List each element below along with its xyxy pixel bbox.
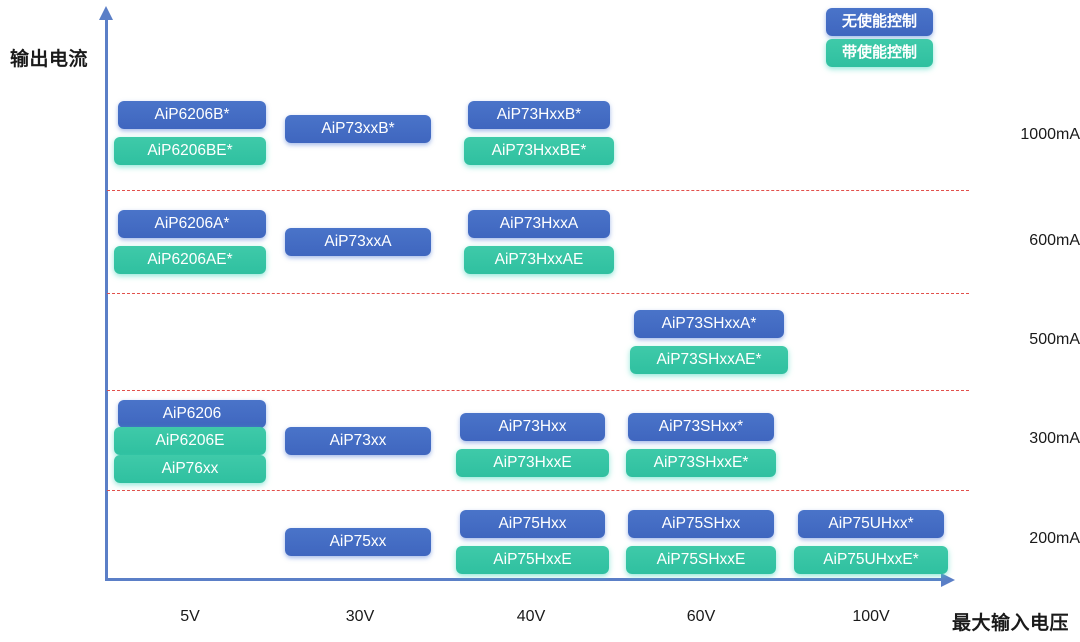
chip-aip73hxx[interactable]: AiP73Hxx <box>460 413 605 441</box>
chip-aip6206[interactable]: AiP6206 <box>118 400 266 428</box>
y-tick-500ma: 500mA <box>1029 331 1080 348</box>
chip-aip73xx[interactable]: AiP73xx <box>285 427 431 455</box>
chip-aip75xx[interactable]: AiP75xx <box>285 528 431 556</box>
y-tick-300ma: 300mA <box>1029 430 1080 447</box>
chip-aip6206b[interactable]: AiP6206B* <box>118 101 266 129</box>
chip-aip73hxxbe[interactable]: AiP73HxxBE* <box>464 137 614 165</box>
chip-aip75shxx[interactable]: AiP75SHxx <box>628 510 774 538</box>
y-tick-600ma: 600mA <box>1029 232 1080 249</box>
chip-aip6206ae[interactable]: AiP6206AE* <box>114 246 266 274</box>
row-divider-3 <box>107 390 969 391</box>
chip-aip6206e[interactable]: AiP6206E <box>114 427 266 455</box>
x-axis-title: 最大输入电压 <box>952 613 1070 634</box>
x-tick-30v: 30V <box>345 608 375 625</box>
row-divider-2 <box>107 293 969 294</box>
chip-aip73shxxae[interactable]: AiP73SHxxAE* <box>630 346 788 374</box>
chip-aip75hxx[interactable]: AiP75Hxx <box>460 510 605 538</box>
x-tick-60v: 60V <box>686 608 716 625</box>
chip-aip73hxxae[interactable]: AiP73HxxAE <box>464 246 614 274</box>
chip-aip73hxxb[interactable]: AiP73HxxB* <box>468 101 610 129</box>
chip-aip75shxxe[interactable]: AiP75SHxxE <box>626 546 776 574</box>
chip-aip73shxx[interactable]: AiP73SHxx* <box>628 413 774 441</box>
chip-aip73xxb[interactable]: AiP73xxB* <box>285 115 431 143</box>
x-tick-5v: 5V <box>180 608 200 625</box>
x-tick-40v: 40V <box>516 608 546 625</box>
row-divider-1 <box>107 190 969 191</box>
chip-aip73shxxe[interactable]: AiP73SHxxE* <box>626 449 776 477</box>
y-axis-title: 输出电流 <box>10 49 89 70</box>
chip-aip73xxa[interactable]: AiP73xxA <box>285 228 431 256</box>
chip-aip73hxxe[interactable]: AiP73HxxE <box>456 449 609 477</box>
y-axis-line <box>105 18 108 580</box>
y-tick-200ma: 200mA <box>1029 530 1080 547</box>
legend: 无使能控制 带使能控制 <box>826 8 933 67</box>
row-divider-4 <box>107 490 969 491</box>
chip-aip6206a[interactable]: AiP6206A* <box>118 210 266 238</box>
chip-aip75uhxx[interactable]: AiP75UHxx* <box>798 510 944 538</box>
chip-aip73shxxa[interactable]: AiP73SHxxA* <box>634 310 784 338</box>
x-axis-arrow-icon <box>941 573 955 587</box>
x-axis-line <box>105 578 943 581</box>
y-tick-1000ma: 1000mA <box>1020 126 1080 143</box>
x-tick-100v: 100V <box>852 608 890 625</box>
chip-aip75hxxe[interactable]: AiP75HxxE <box>456 546 609 574</box>
legend-item-no-enable-control[interactable]: 无使能控制 <box>826 8 933 36</box>
legend-item-with-enable-control[interactable]: 带使能控制 <box>826 39 933 67</box>
chip-aip73hxxa[interactable]: AiP73HxxA <box>468 210 610 238</box>
y-axis-arrow-icon <box>99 6 113 20</box>
chip-aip6206be[interactable]: AiP6206BE* <box>114 137 266 165</box>
chip-aip76xx[interactable]: AiP76xx <box>114 455 266 483</box>
chip-aip75uhxxe[interactable]: AiP75UHxxE* <box>794 546 948 574</box>
